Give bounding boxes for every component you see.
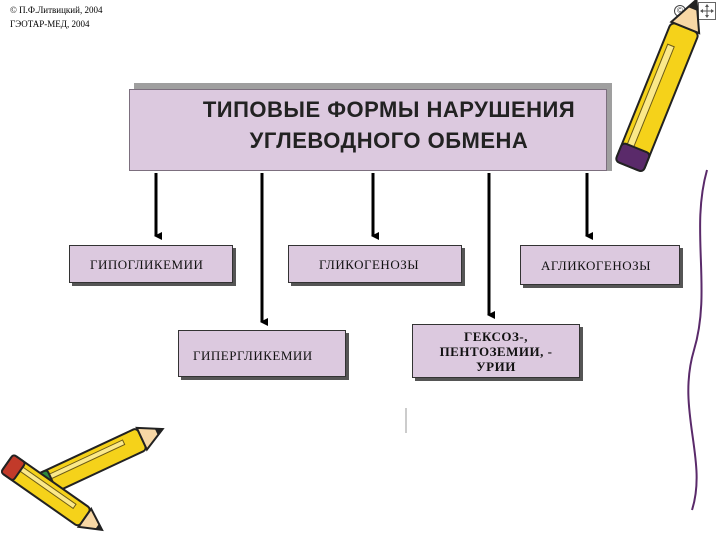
box-hexose-line-3: УРИИ bbox=[476, 359, 516, 374]
title-box bbox=[129, 89, 607, 171]
box-hypoglycemia: ГИПОГЛИКЕМИИ bbox=[69, 245, 233, 283]
pencil-icon bbox=[0, 454, 104, 532]
diagram-title: ТИПОВЫЕ ФОРМЫ НАРУШЕНИЯ УГЛЕВОДНОГО ОБМЕ… bbox=[129, 94, 649, 156]
copyright-line-1: © П.Ф.Литвицкий, 2004 bbox=[10, 5, 103, 15]
copyright-line-2: ГЭОТАР-МЕД, 2004 bbox=[10, 19, 90, 29]
box-hypoglycemia-label: ГИПОГЛИКЕМИИ bbox=[90, 257, 204, 272]
title-line-2: УГЛЕВОДНОГО ОБМЕНА bbox=[249, 128, 529, 153]
box-glycogenoses-label: ГЛИКОГЕНОЗЫ bbox=[319, 257, 420, 272]
box-hexose-line-1: ГЕКСОЗ-, bbox=[464, 329, 528, 344]
box-hyperglycemia: ГИПЕРГЛИКЕМИИ bbox=[178, 330, 346, 377]
copyright-notice: © П.Ф.Литвицкий, 2004 ГЭОТАР-МЕД, 2004 bbox=[10, 3, 102, 31]
slide-nav: © bbox=[674, 2, 718, 20]
box-hexose: ГЕКСОЗ-, ПЕНТОЗЕМИИ, - УРИИ bbox=[412, 324, 580, 378]
box-hyperglycemia-label: ГИПЕРГЛИКЕМИИ bbox=[193, 348, 313, 363]
box-aglycogenoses: АГЛИКОГЕНОЗЫ bbox=[520, 245, 680, 285]
box-aglycogenoses-label: АГЛИКОГЕНОЗЫ bbox=[541, 258, 651, 273]
title-line-1: ТИПОВЫЕ ФОРМЫ НАРУШЕНИЯ bbox=[202, 97, 576, 122]
box-hexose-line-2: ПЕНТОЗЕМИИ, - bbox=[439, 344, 553, 359]
move-icon[interactable] bbox=[698, 2, 716, 20]
pencil-icon bbox=[615, 0, 701, 173]
box-glycogenoses: ГЛИКОГЕНОЗЫ bbox=[288, 245, 462, 283]
